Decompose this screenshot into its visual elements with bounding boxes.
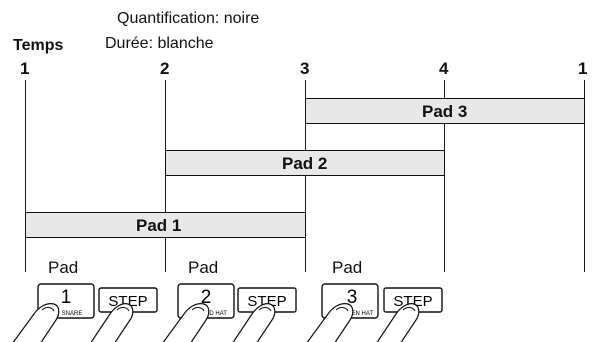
pad-3-step-label: STEP bbox=[393, 293, 432, 310]
pad-1-number: 1 bbox=[61, 287, 72, 308]
pad-2-group: 2 CLOSED HAT STEP bbox=[162, 283, 297, 342]
pad-3-group: 3 OPEN HAT STEP bbox=[306, 283, 443, 342]
pad-2-caption: Pad bbox=[188, 258, 219, 277]
finger-press-icon bbox=[306, 303, 354, 342]
pad-1-bar-label: Pad 1 bbox=[136, 216, 182, 235]
finger-press-icon bbox=[12, 303, 60, 342]
quantification-label: Quantification: noire bbox=[117, 10, 260, 27]
pad-2-duration-bar: Pad 2 bbox=[165, 150, 445, 176]
pad-2-bar-label: Pad 2 bbox=[282, 154, 328, 173]
finger-press-icon bbox=[232, 303, 276, 342]
beat-label-2: 2 bbox=[160, 59, 170, 78]
pad-1-group: 1 SNARE STEP bbox=[12, 283, 158, 342]
pad-1-caption: Pad bbox=[48, 258, 79, 277]
beat-line-4 bbox=[444, 80, 446, 272]
finger-press-icon bbox=[376, 303, 420, 342]
beat-line-5 bbox=[584, 80, 586, 272]
pad-2-step-label: STEP bbox=[247, 293, 286, 310]
beat-label-4: 4 bbox=[439, 59, 449, 78]
pad-3-duration-bar: Pad 3 bbox=[305, 98, 585, 124]
pad-1-sublabel: SNARE bbox=[62, 311, 83, 317]
pad-1-duration-bar: Pad 1 bbox=[25, 212, 306, 238]
pad-3-number: 3 bbox=[347, 287, 358, 308]
beat-label-5: 1 bbox=[578, 59, 588, 78]
beat-label-1: 1 bbox=[20, 59, 30, 78]
beat-line-2 bbox=[165, 80, 167, 272]
beat-label-3: 3 bbox=[300, 59, 310, 78]
pad-3-bar-label: Pad 3 bbox=[422, 102, 468, 121]
pad-3-sublabel: OPEN HAT bbox=[343, 311, 374, 317]
temps-label: Temps bbox=[13, 37, 64, 54]
beat-line-1 bbox=[25, 80, 27, 272]
duration-label: Durée: blanche bbox=[105, 35, 214, 52]
beat-line-3 bbox=[305, 80, 307, 272]
pad-2-number: 2 bbox=[201, 287, 212, 308]
finger-press-icon bbox=[90, 303, 134, 342]
finger-press-icon bbox=[162, 303, 210, 342]
pad-3-caption: Pad bbox=[332, 258, 363, 277]
